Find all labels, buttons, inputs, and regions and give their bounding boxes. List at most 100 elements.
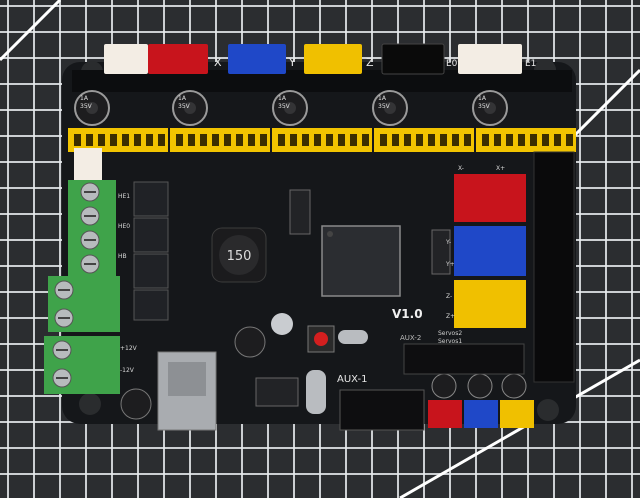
- board-version: V1.0: [392, 307, 423, 321]
- aux2-header: [403, 343, 525, 375]
- endstop-yellow-1: [454, 280, 490, 328]
- header-pin-hole: [482, 134, 489, 146]
- endstop-label-x-max: X+: [496, 165, 505, 172]
- header-pin-hole: [86, 134, 93, 146]
- axis-label-e1: E1: [525, 59, 536, 69]
- axis-label-e0: E0: [446, 59, 458, 69]
- header-pin-hole: [224, 134, 231, 146]
- terminal-label-hb: HB: [118, 253, 127, 260]
- header-pin-hole: [122, 134, 129, 146]
- header-pin-hole: [530, 134, 537, 146]
- header-pin-hole: [98, 134, 105, 146]
- header-pin-hole: [542, 134, 549, 146]
- cap-label-voltage: 35V: [178, 103, 191, 110]
- bottom-jst-connectors: [428, 400, 534, 428]
- endstop-label-x-min: X-: [458, 165, 464, 172]
- top-jst-connectors: [104, 43, 522, 75]
- header-pin-holes: [74, 134, 573, 146]
- endstop-blue-2: [490, 226, 526, 276]
- terminal-screws: [52, 182, 100, 388]
- aux1-header: [339, 389, 425, 431]
- jst-white-left: [74, 148, 102, 184]
- cap-label-rating: 1A: [278, 95, 287, 102]
- cap-label-rating: 1A: [378, 95, 387, 102]
- crystal-2: [306, 370, 326, 414]
- header-pin-hole: [134, 134, 141, 146]
- cap-label-voltage: 35V: [278, 103, 291, 110]
- header-pin-hole: [494, 134, 501, 146]
- axis-label-z: Z: [366, 56, 374, 69]
- mat-diagonal-line: [399, 358, 640, 498]
- mount-hole-br: [537, 399, 559, 421]
- terminal-label-12v-pos: +12V: [120, 345, 138, 352]
- jst-black-e0: [381, 43, 445, 75]
- cap-aux-2: [467, 373, 493, 399]
- cap-lower-left: [234, 326, 266, 358]
- aux1-label: AUX-1: [337, 374, 367, 385]
- jst-bottom-red: [428, 400, 462, 428]
- endstop-red-1: [454, 174, 490, 222]
- header-pin-hole: [416, 134, 423, 146]
- header-pin-hole: [362, 134, 369, 146]
- capacitor-top: [86, 102, 98, 114]
- mcu-pin1-dot: [327, 231, 333, 237]
- capacitor-top: [284, 102, 296, 114]
- cap-aux-3: [501, 373, 527, 399]
- terminal-label-he1: HE1: [118, 193, 130, 200]
- header-pin-hole: [314, 134, 321, 146]
- cap-label-rating: 1A: [178, 95, 187, 102]
- mosfet-2: [133, 217, 169, 253]
- header-pin-hole: [350, 134, 357, 146]
- jst-blue-y: [228, 44, 286, 74]
- header-pin-hole: [200, 134, 207, 146]
- header-pin-hole: [554, 134, 561, 146]
- crystal: [338, 330, 368, 344]
- stepper-driver-headers: [68, 128, 576, 152]
- header-pin-hole: [464, 134, 471, 146]
- aux2-label: AUX-2: [400, 334, 421, 342]
- axis-label-x: X: [214, 56, 222, 69]
- cap-aux-1: [431, 373, 457, 399]
- stepper-pin-row: [72, 70, 572, 92]
- mosfet-3: [133, 253, 169, 289]
- header-pin-hole: [260, 134, 267, 146]
- servo-label-1: Servos1: [438, 338, 462, 345]
- header-pin-hole: [428, 134, 435, 146]
- jst-red-x: [148, 44, 208, 74]
- header-pin-hole: [302, 134, 309, 146]
- capacitor-top: [484, 102, 496, 114]
- jst-white-1: [104, 44, 148, 74]
- endstop-label-z-min: Z-: [446, 293, 452, 300]
- header-pin-hole: [392, 134, 399, 146]
- mcu-chip: [321, 225, 401, 297]
- smd-ic-1: [255, 377, 299, 407]
- terminal-label-12v-neg: -12V: [120, 367, 135, 374]
- endstop-yellow-2: [490, 280, 526, 328]
- header-pin-hole: [212, 134, 219, 146]
- header-pin-hole: [290, 134, 297, 146]
- usb-socket: [168, 362, 206, 396]
- jst-yellow-z: [304, 44, 362, 74]
- header-pin-hole: [176, 134, 183, 146]
- jst-bottom-yellow: [500, 400, 534, 428]
- cap-label-voltage: 35V: [80, 103, 93, 110]
- header-pin-hole: [188, 134, 195, 146]
- smd-ic-2: [289, 189, 311, 235]
- mosfet-1: [133, 181, 169, 217]
- header-pin-hole: [326, 134, 333, 146]
- mat-diagonal-line: [0, 0, 62, 62]
- header-pin-hole: [236, 134, 243, 146]
- endstop-label-y-max: Y+: [445, 261, 455, 268]
- reset-button-cap: [314, 332, 328, 346]
- header-pin-hole: [146, 134, 153, 146]
- stepper-capacitors: [74, 90, 508, 126]
- header-pin-hole: [518, 134, 525, 146]
- cap-label-rating: 1A: [478, 95, 487, 102]
- header-pin-hole: [452, 134, 459, 146]
- mount-hole-bl: [79, 393, 101, 415]
- header-pin-hole: [506, 134, 513, 146]
- smd-ic-3: [431, 229, 451, 275]
